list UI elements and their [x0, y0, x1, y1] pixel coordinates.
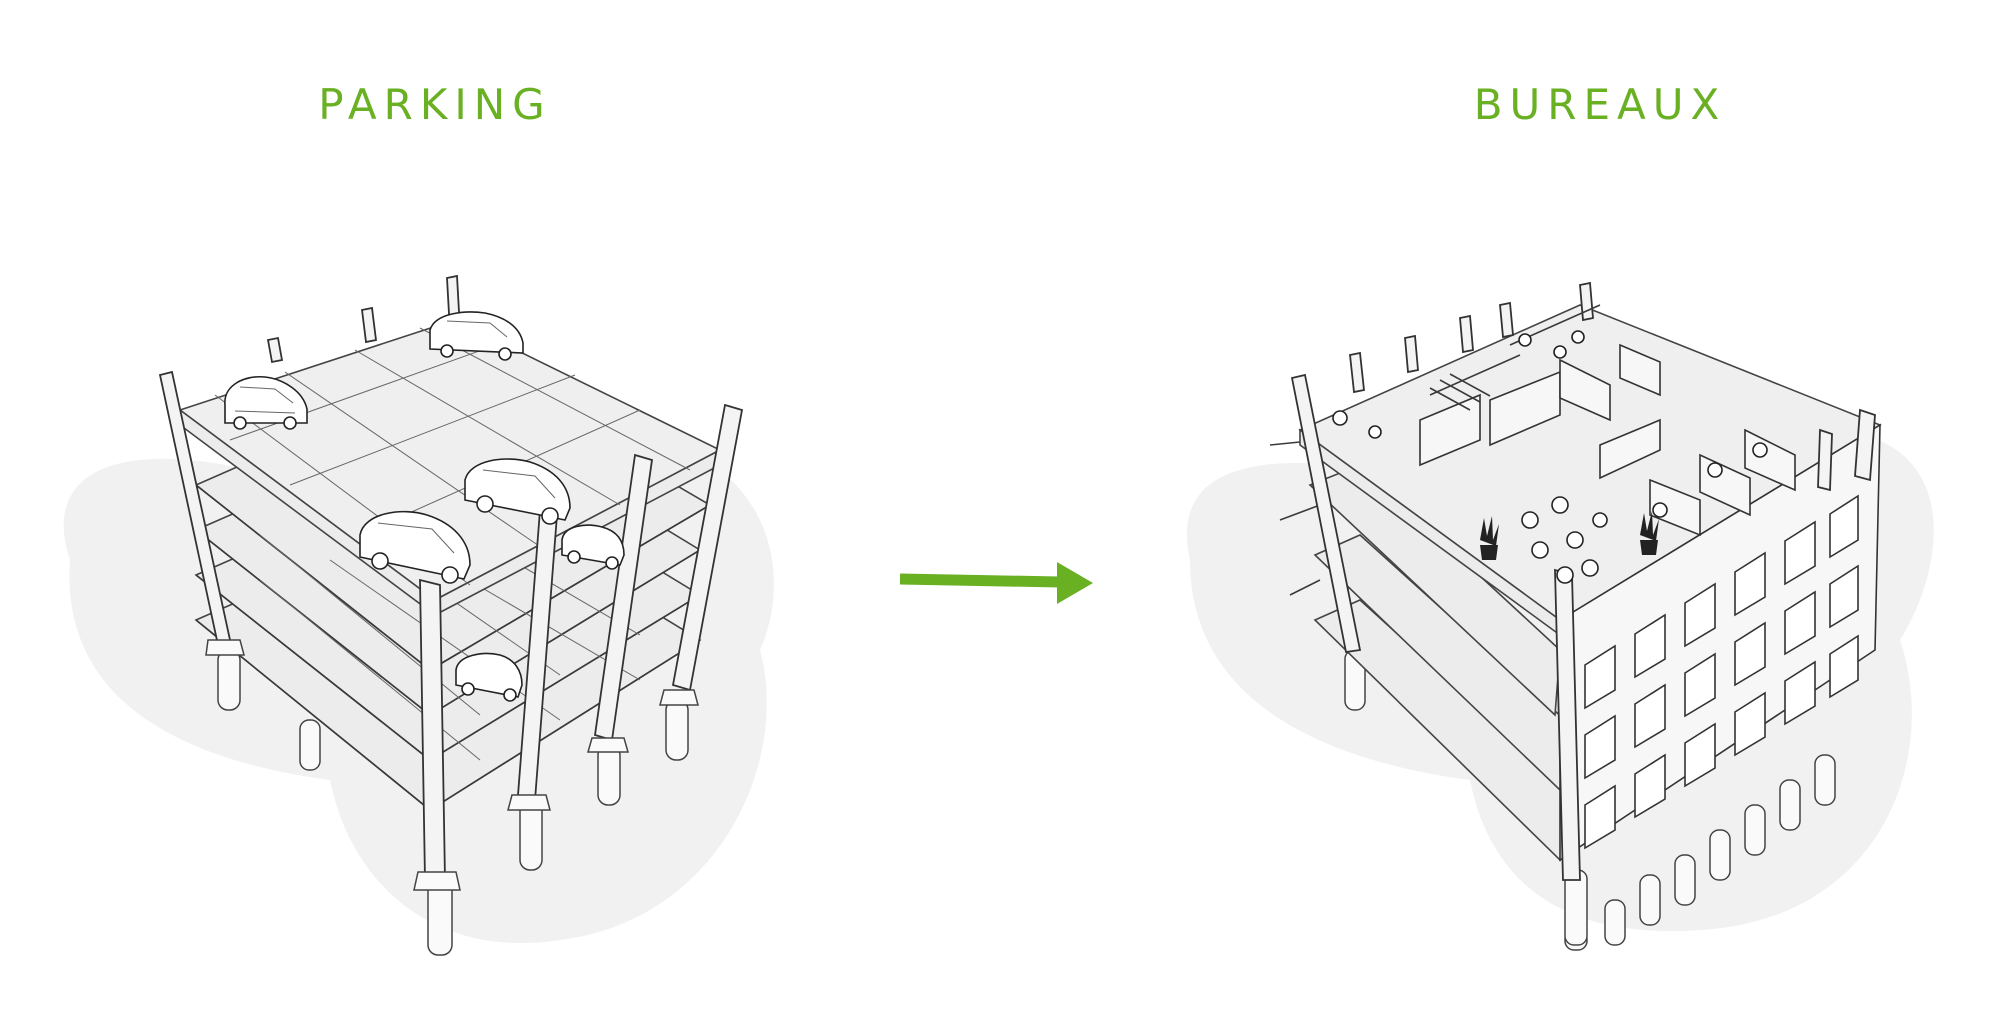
offices-building-illustration [1186, 281, 1934, 951]
parking-cars [224, 311, 625, 702]
offices-plants [1480, 511, 1659, 560]
car-5 [561, 524, 625, 570]
offices-facade [1559, 423, 1881, 862]
offices-piles [1344, 649, 1836, 951]
facade-windows [1584, 494, 1859, 850]
car-1 [224, 375, 308, 430]
offices-partitions [1419, 304, 1796, 537]
car-3 [464, 458, 571, 525]
parking-columns [158, 274, 744, 891]
offices-columns [1290, 281, 1876, 881]
offices-title: BUREAUX [1473, 80, 1727, 129]
offices-furniture [1332, 330, 1768, 584]
parking-title: PARKING [318, 80, 552, 129]
car-4 [359, 510, 471, 584]
parking-building-illustration [63, 274, 774, 956]
parking-piles [217, 649, 689, 956]
car-6 [455, 652, 523, 702]
arrow-right-icon [899, 562, 1093, 604]
car-2 [429, 311, 524, 361]
